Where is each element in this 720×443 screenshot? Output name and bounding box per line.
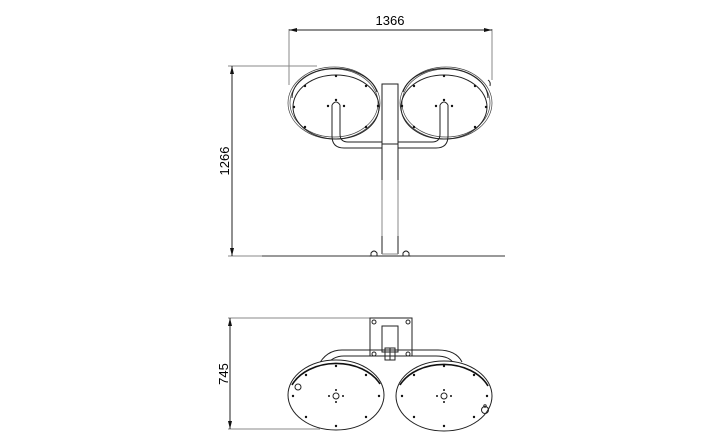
central-post <box>369 83 411 257</box>
top-view: 745 <box>216 317 493 432</box>
support-arms <box>331 101 449 149</box>
width-dimension-label: 1366 <box>376 13 405 28</box>
height-dimension: 1266 <box>217 65 330 257</box>
depth-dimension: 745 <box>216 317 372 430</box>
height-dimension-label: 1266 <box>217 147 232 176</box>
left-disc <box>287 66 381 140</box>
left-disc-top <box>287 359 385 431</box>
depth-dimension-label: 745 <box>216 363 231 385</box>
base-plate <box>369 317 413 361</box>
right-disc <box>399 66 493 140</box>
right-disc-top <box>395 360 493 432</box>
width-dimension: 1366 <box>288 13 493 85</box>
front-view: 1366 1266 <box>217 13 505 257</box>
